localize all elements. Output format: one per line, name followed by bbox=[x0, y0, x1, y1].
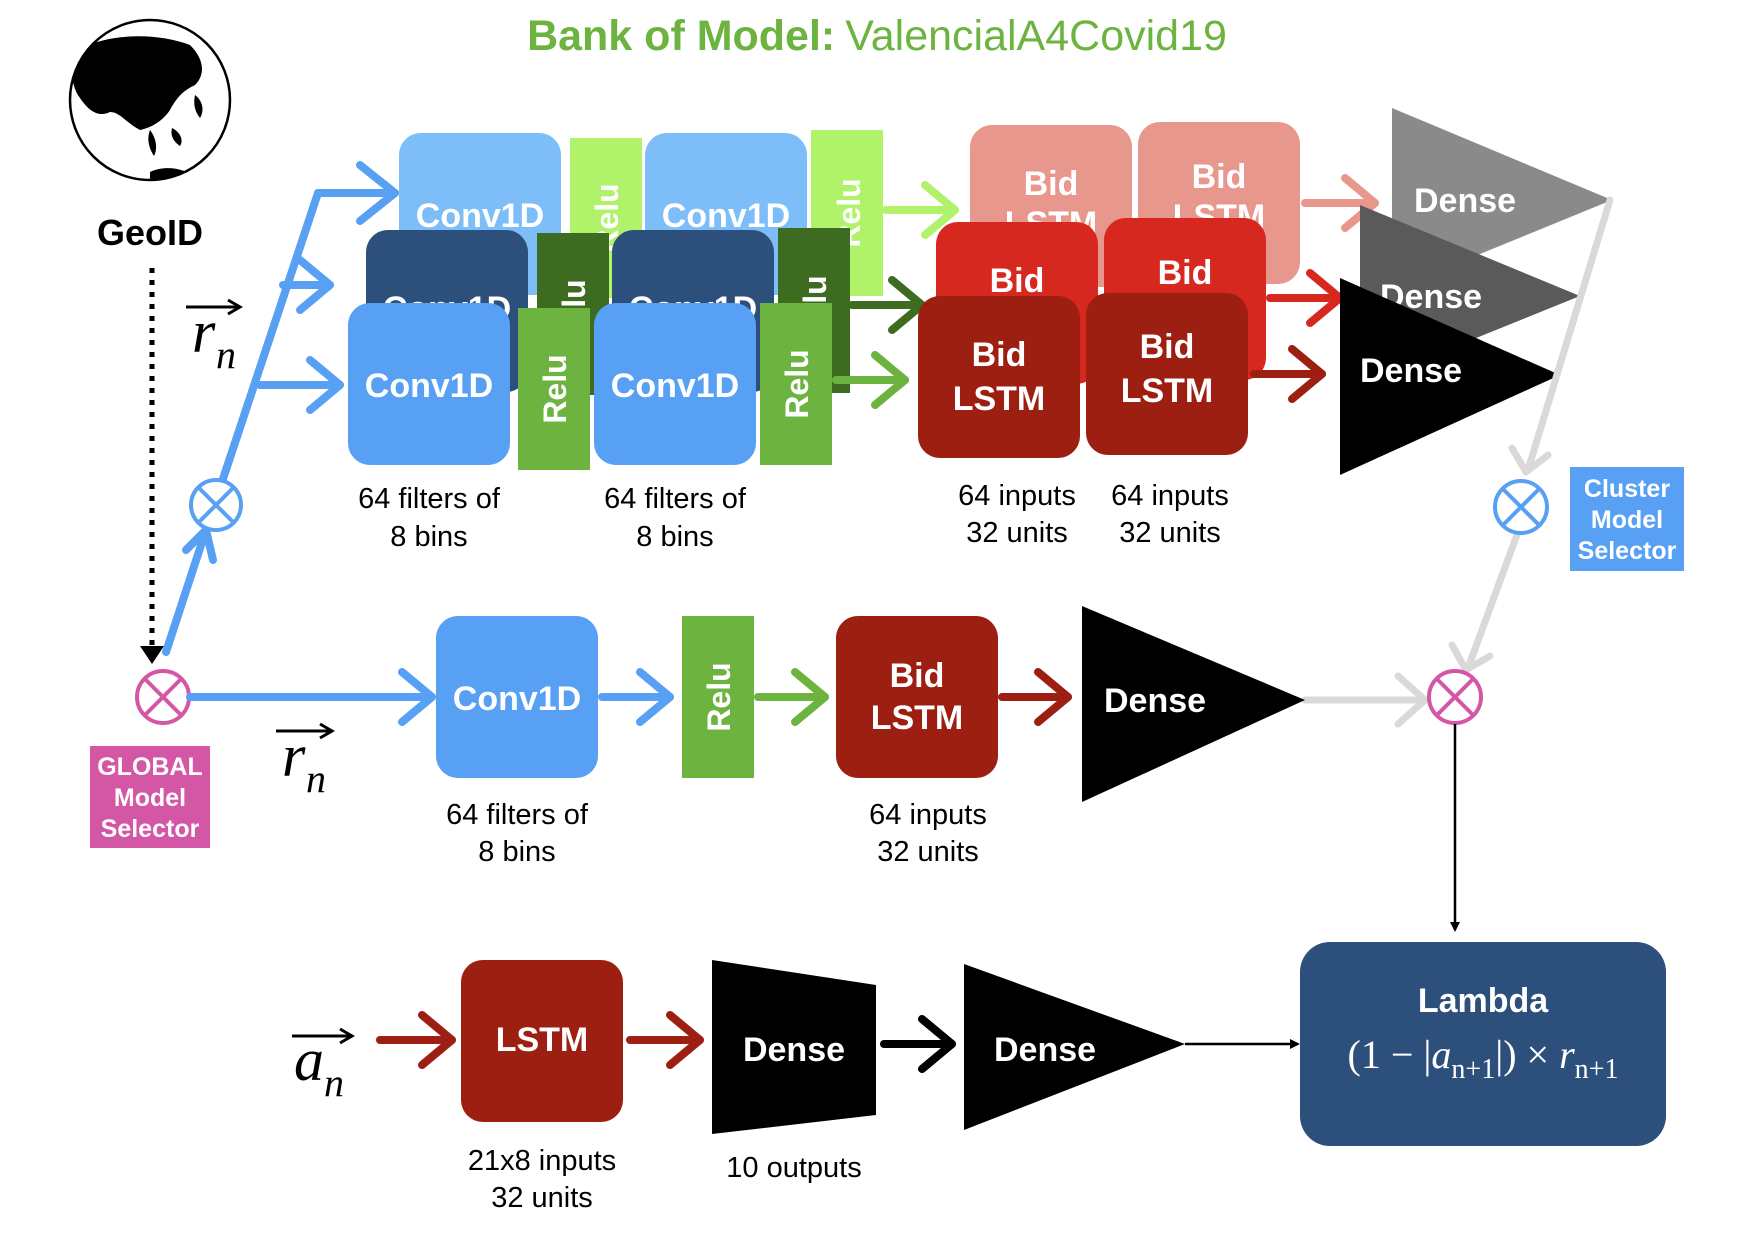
svg-text:10 outputs: 10 outputs bbox=[726, 1152, 861, 1184]
svg-text:64 filters of: 64 filters of bbox=[358, 483, 501, 515]
svg-text:GLOBAL: GLOBAL bbox=[97, 753, 203, 781]
svg-text:Selector: Selector bbox=[101, 815, 200, 843]
caption-lstm: 21x8 inputs 32 units bbox=[468, 1145, 616, 1214]
a-main: a bbox=[294, 1027, 324, 1093]
lstm-label: LSTM bbox=[871, 699, 964, 737]
dense-label: Dense bbox=[1360, 352, 1462, 390]
r-main: r bbox=[282, 723, 306, 789]
dense-triangle bbox=[1340, 278, 1560, 475]
svg-text:8 bins: 8 bins bbox=[478, 836, 555, 868]
lstm-to-dense-arrow bbox=[626, 1011, 704, 1069]
r-sub: n bbox=[216, 332, 236, 377]
svg-text:Cluster: Cluster bbox=[1584, 475, 1670, 503]
lstm-block bbox=[461, 960, 623, 1122]
svg-text:64 filters of: 64 filters of bbox=[446, 799, 589, 831]
svg-text:32 units: 32 units bbox=[877, 836, 979, 868]
geoid-label: GeoID bbox=[97, 212, 203, 253]
geoid-arrow bbox=[140, 268, 164, 664]
cluster-model-selector-badge: Cluster Model Selector bbox=[1570, 467, 1684, 571]
globe-icon bbox=[68, 18, 232, 182]
caption-global-conv: 64 filters of 8 bins bbox=[446, 799, 589, 868]
svg-text:8 bins: 8 bins bbox=[390, 521, 467, 553]
svg-text:32 units: 32 units bbox=[491, 1182, 593, 1214]
lstm-label: LSTM bbox=[953, 380, 1046, 418]
dense-trapezoid bbox=[712, 960, 876, 1134]
conv1d-label: Conv1D bbox=[365, 367, 493, 405]
dense-triangle bbox=[964, 964, 1185, 1130]
title-prefix: Bank of Model: bbox=[527, 12, 835, 60]
global-model: Conv1D Relu Bid LSTM Dense bbox=[436, 606, 1305, 802]
caption-bilstm1: 64 inputs 32 units bbox=[958, 480, 1076, 549]
final-multiplier-node bbox=[1427, 669, 1483, 725]
dense-label: Dense bbox=[1414, 182, 1516, 220]
conv1d-block bbox=[594, 303, 756, 465]
svg-text:8 bins: 8 bins bbox=[636, 521, 713, 553]
bid-lstm-block bbox=[918, 296, 1080, 458]
svg-text:64 inputs: 64 inputs bbox=[958, 480, 1076, 512]
input-r-n-upper: r n bbox=[186, 298, 243, 377]
cluster-output-arrows bbox=[1301, 196, 1614, 728]
bid-label: Bid bbox=[1024, 165, 1079, 203]
relu-label: Relu bbox=[701, 662, 737, 731]
a-sub: n bbox=[324, 1060, 344, 1105]
input-r-n-lower: r n bbox=[276, 722, 335, 801]
svg-text:Model: Model bbox=[114, 784, 186, 812]
conv1d-label: Conv1D bbox=[453, 680, 581, 718]
diagram-title: Bank of Model:ValencialA4Covid19 bbox=[527, 12, 1227, 60]
svg-text:32 units: 32 units bbox=[966, 517, 1068, 549]
relu-block bbox=[518, 308, 590, 470]
conv1d-block bbox=[348, 303, 510, 465]
svg-text:21x8 inputs: 21x8 inputs bbox=[468, 1145, 616, 1177]
a-to-lstm-arrow bbox=[376, 1011, 456, 1069]
global-model-selector-badge: GLOBAL Model Selector bbox=[90, 746, 210, 848]
lambda-block: Lambda (1 − |an+1|) × rn+1 bbox=[1300, 942, 1666, 1146]
dense-label: Dense bbox=[743, 1031, 845, 1069]
svg-text:Model: Model bbox=[1591, 506, 1663, 534]
lambda-formula: (1 − |an+1|) × rn+1 bbox=[1348, 1032, 1619, 1085]
cluster-model-c: Conv1D Relu Conv1D Relu Bid LSTM Bid LST… bbox=[348, 278, 1560, 475]
caption-dense-out: 10 outputs bbox=[726, 1152, 861, 1184]
bid-label: Bid bbox=[1158, 254, 1213, 292]
conv1d-label: Conv1D bbox=[662, 197, 790, 235]
bid-label: Bid bbox=[972, 336, 1027, 374]
svg-text:Selector: Selector bbox=[1578, 537, 1677, 565]
bid-label: Bid bbox=[1192, 158, 1247, 196]
caption-bilstm2: 64 inputs 32 units bbox=[1111, 480, 1229, 549]
cluster-input-arrows bbox=[162, 161, 399, 656]
dense-to-dense-arrow bbox=[880, 1015, 956, 1073]
lambda-title: Lambda bbox=[1418, 982, 1549, 1020]
dense-label: Dense bbox=[994, 1031, 1096, 1069]
title-model-name: ValencialA4Covid19 bbox=[845, 12, 1227, 60]
svg-text:64 filters of: 64 filters of bbox=[604, 483, 747, 515]
bid-lstm-block bbox=[1086, 293, 1248, 455]
r-sub: n bbox=[306, 756, 326, 801]
cluster-selector-node bbox=[1493, 479, 1549, 535]
global-input-arrow bbox=[186, 668, 436, 726]
bid-label: Bid bbox=[990, 262, 1045, 300]
lstm-label: LSTM bbox=[1121, 372, 1214, 410]
relu-label: Relu bbox=[779, 349, 815, 418]
relu-block bbox=[682, 616, 754, 778]
caption-global-bilstm: 64 inputs 32 units bbox=[869, 799, 987, 868]
caption-conv1: 64 filters of 8 bins bbox=[358, 483, 501, 553]
bid-label: Bid bbox=[1140, 328, 1195, 366]
relu-label: Relu bbox=[537, 354, 573, 423]
cluster-multiplier-node bbox=[189, 478, 243, 532]
svg-text:64 inputs: 64 inputs bbox=[869, 799, 987, 831]
conv1d-label: Conv1D bbox=[611, 367, 739, 405]
conv1d-label: Conv1D bbox=[416, 197, 544, 235]
caption-conv2: 64 filters of 8 bins bbox=[604, 483, 747, 553]
global-selector-node bbox=[135, 669, 191, 725]
bid-label: Bid bbox=[890, 657, 945, 695]
conv1d-block bbox=[436, 616, 598, 778]
svg-text:32 units: 32 units bbox=[1119, 517, 1221, 549]
svg-text:64 inputs: 64 inputs bbox=[1111, 480, 1229, 512]
relu-block bbox=[760, 303, 832, 465]
bid-lstm-block bbox=[836, 616, 998, 778]
lstm-label: LSTM bbox=[496, 1021, 589, 1059]
r-main: r bbox=[192, 299, 216, 365]
input-a-n: a n bbox=[292, 1027, 355, 1105]
dense-label: Dense bbox=[1104, 682, 1206, 720]
dense-triangle bbox=[1082, 606, 1305, 802]
